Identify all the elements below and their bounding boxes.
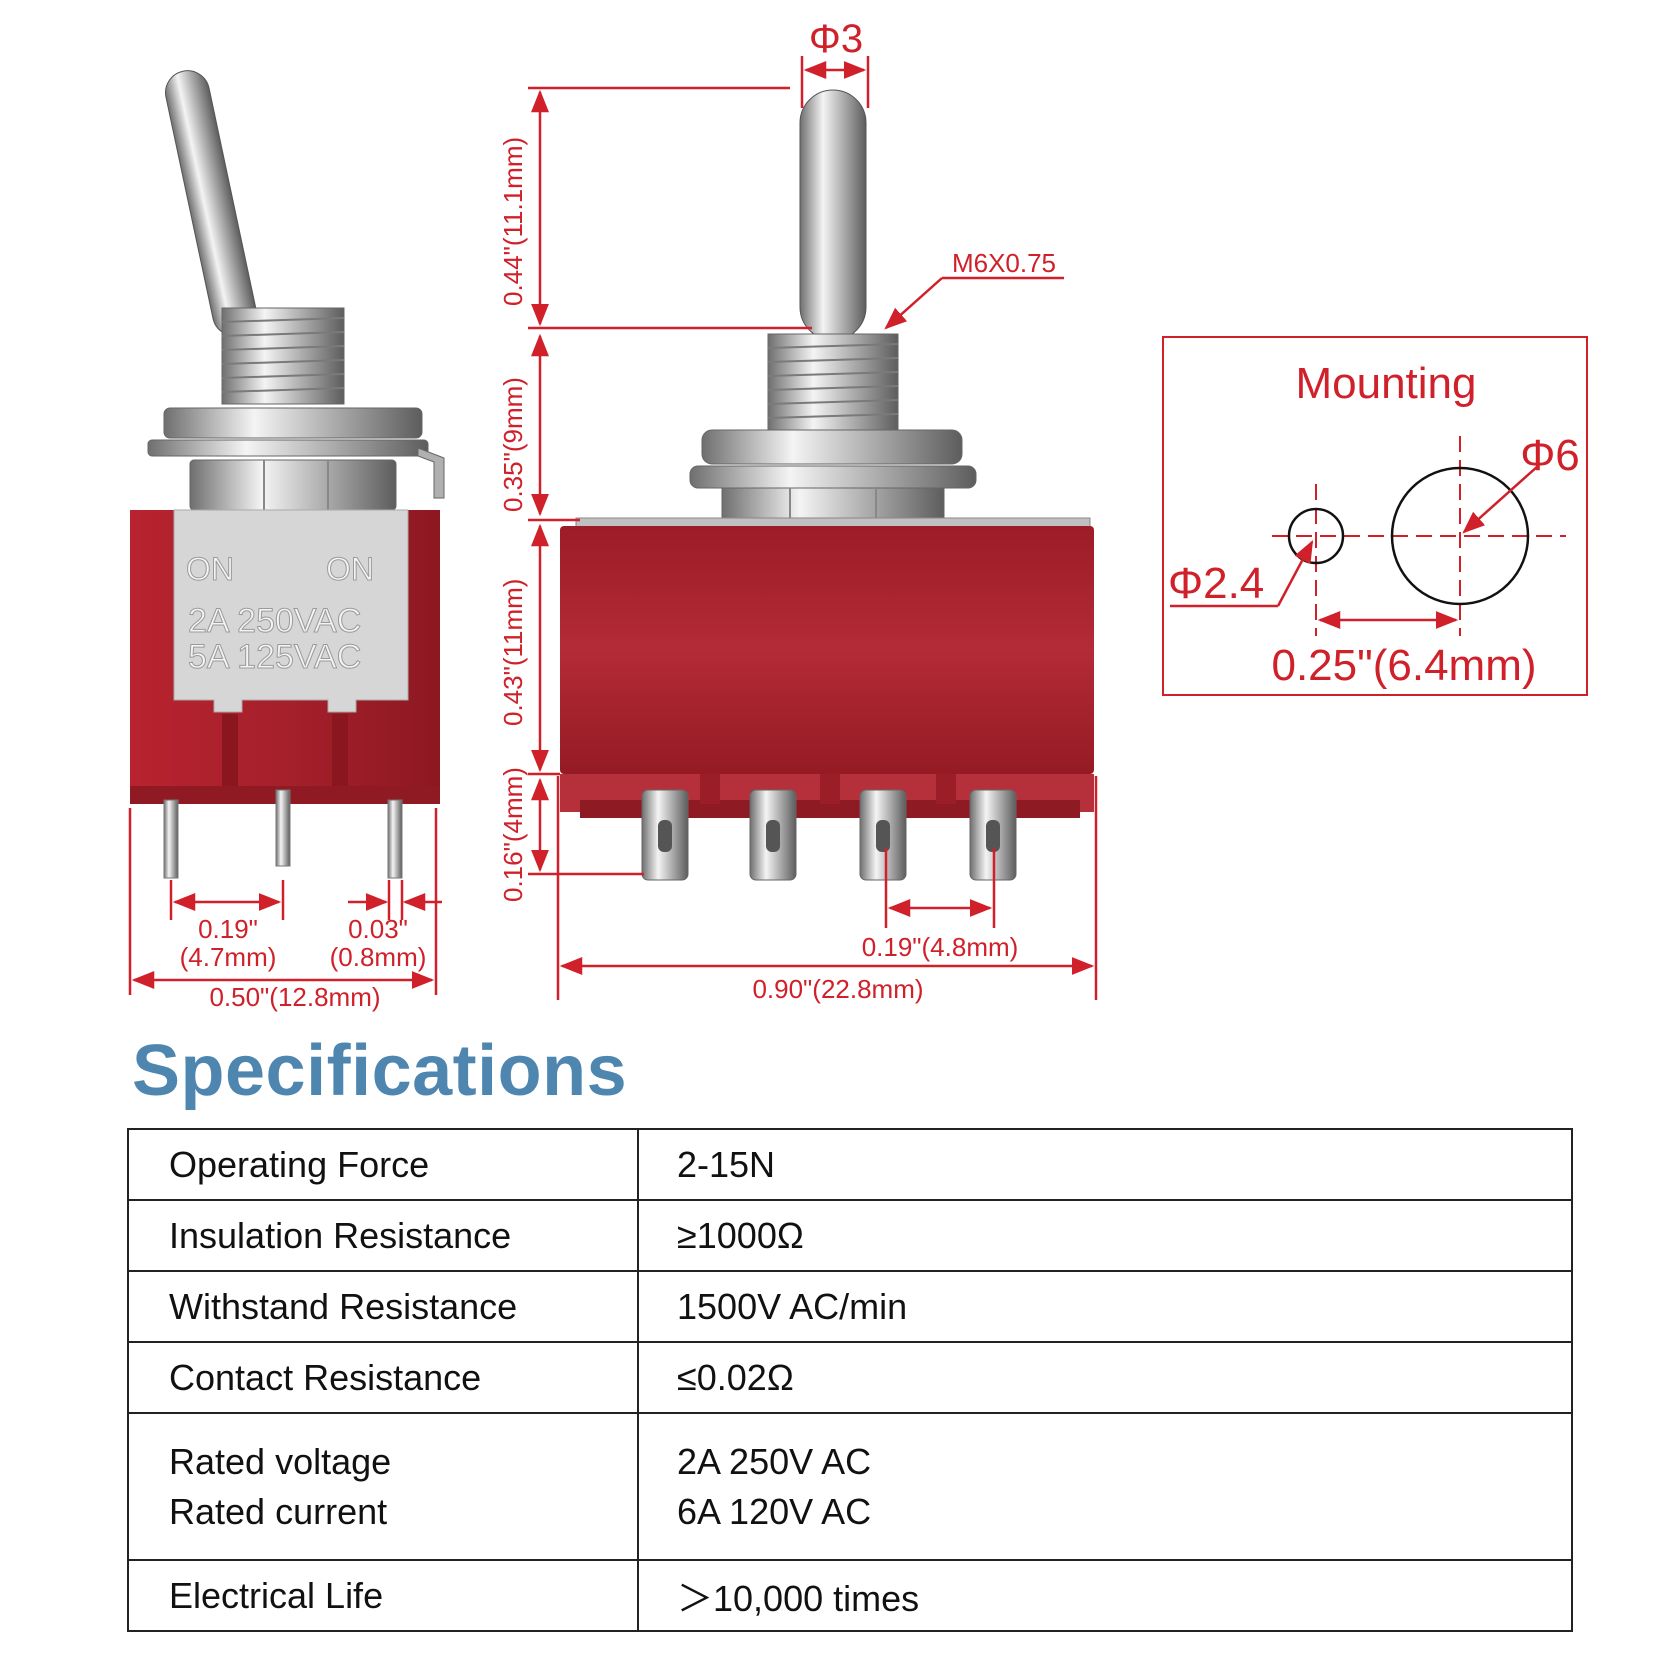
spec-value: ≤0.02Ω	[637, 1341, 1573, 1414]
mounting-diagram	[1162, 336, 1588, 696]
side-washer	[147, 439, 429, 457]
side-rating-1: 2A 250VAC	[188, 602, 361, 640]
table-row: Operating Force 2-15N	[127, 1128, 1573, 1201]
spec-label: Withstand Resistance	[127, 1270, 639, 1343]
mounting-main-hole	[1390, 466, 1530, 606]
spec-label-line: Rated current	[169, 1490, 388, 1532]
side-width: 0.50"(12.8mm)	[209, 982, 380, 1012]
mounting-key-diameter: Φ2.4	[1168, 559, 1264, 608]
mounting-frame	[1162, 336, 1588, 696]
side-pin-2	[275, 789, 291, 867]
mounting-hole-diameter: Φ6	[1520, 431, 1580, 480]
side-pin-thickness-in: 0.03"	[348, 914, 408, 944]
spec-label: Operating Force	[127, 1128, 639, 1201]
front-body-height: 0.43"(11mm)	[498, 579, 528, 726]
side-nut	[163, 407, 423, 439]
side-lever	[165, 70, 258, 337]
mounting-title: Mounting	[1295, 359, 1476, 408]
spec-label: Rated voltage Rated current	[127, 1412, 639, 1561]
side-view-dimensions	[128, 808, 442, 995]
front-washer	[689, 465, 977, 489]
front-lever-diameter: Φ3	[809, 17, 863, 61]
side-label-on-right: ON	[326, 551, 374, 587]
spec-label: Electrical Life	[127, 1559, 639, 1632]
spec-value: 1500V AC/min	[637, 1270, 1573, 1343]
front-view-dimensions	[528, 56, 1098, 1000]
front-pins	[641, 789, 1017, 881]
front-body	[560, 526, 1094, 774]
side-pin-pitch-mm: (4.7mm)	[180, 942, 277, 972]
front-bushing-height: 0.35"(9mm)	[498, 377, 528, 512]
side-face-plate	[173, 509, 409, 713]
spec-label: Insulation Resistance	[127, 1199, 639, 1272]
mounting-spacing: 0.25"(6.4mm)	[1271, 641, 1536, 690]
table-row: Contact Resistance ≤0.02Ω	[127, 1341, 1573, 1414]
table-row: Rated voltage Rated current 2A 250V AC 6…	[127, 1412, 1573, 1561]
table-row: Electrical Life ＞10,000 times	[127, 1559, 1573, 1632]
front-width: 0.90"(22.8mm)	[752, 974, 923, 1004]
side-pin-pitch-in: 0.19"	[198, 914, 258, 944]
spec-value: ＞10,000 times	[637, 1559, 1573, 1632]
front-lever	[799, 89, 867, 341]
side-label-on-left: ON	[186, 551, 234, 587]
table-row: Withstand Resistance 1500V AC/min	[127, 1270, 1573, 1343]
front-nut	[701, 429, 963, 465]
spec-value-line: 6A 120V AC	[677, 1490, 872, 1532]
mounting-key-hole	[1287, 507, 1345, 565]
side-view-switch: ON ON 2A 250VAC 5A 125VAC	[130, 70, 445, 879]
table-row: Insulation Resistance ≥1000Ω	[127, 1199, 1573, 1272]
side-pin-thickness-mm: (0.8mm)	[330, 942, 427, 972]
spec-label: Contact Resistance	[127, 1341, 639, 1414]
front-pin-length: 0.16"(4mm)	[498, 767, 528, 902]
specifications-title: Specifications	[132, 1031, 628, 1111]
front-lever-height: 0.44"(11.1mm)	[498, 137, 528, 306]
front-thread-spec: M6X0.75	[952, 248, 1056, 278]
spec-value: 2-15N	[637, 1128, 1573, 1201]
front-view-switch	[560, 89, 1094, 881]
side-pin-1	[163, 799, 179, 879]
side-pin-3	[387, 799, 403, 879]
side-rating-2: 5A 125VAC	[188, 638, 361, 676]
front-pin-pitch: 0.19"(4.8mm)	[862, 932, 1019, 962]
spec-value: ≥1000Ω	[637, 1199, 1573, 1272]
specifications-table: Operating Force 2-15N Insulation Resista…	[127, 1128, 1573, 1632]
spec-value-line: 2A 250V AC	[677, 1440, 872, 1482]
dimension-drawing: ON ON 2A 250VAC 5A 125VAC 0.19" (4.7mm) …	[128, 17, 1588, 1012]
spec-label-line: Rated voltage	[169, 1440, 392, 1482]
spec-value: 2A 250V AC 6A 120V AC	[637, 1412, 1573, 1561]
